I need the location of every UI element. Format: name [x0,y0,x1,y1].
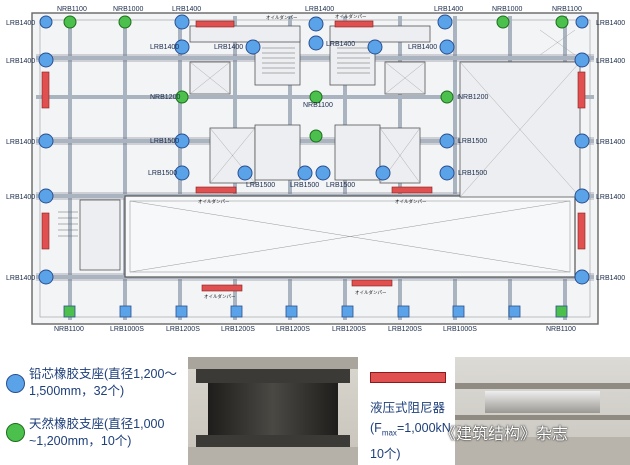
damper-labels: オイルダンパー オイルダンパー オイルダンパー オイルダンパー オイルダンパー … [198,13,427,300]
lead-rubber-bearings [38,14,590,285]
svg-text:LRB1500: LRB1500 [246,182,275,189]
svg-text:LRB1000S: LRB1000S [110,326,144,333]
svg-text:NRB1100: NRB1100 [57,6,87,13]
damper [195,186,237,194]
svg-text:LRB1000S: LRB1000S [443,326,477,333]
svg-text:LRB1400: LRB1400 [6,194,35,201]
svg-text:LRB1500: LRB1500 [458,138,487,145]
damper [351,279,393,287]
svg-text:LRB1500: LRB1500 [150,138,179,145]
svg-text:NRB1100: NRB1100 [303,102,333,109]
svg-text:LRB1200S: LRB1200S [276,326,310,333]
svg-text:LRB1400: LRB1400 [6,58,35,65]
damper-legend-icon [370,372,446,383]
damper [334,20,374,28]
natural-rubber-legend-icon [6,423,25,442]
damper [41,212,50,250]
svg-text:LRB1500: LRB1500 [326,182,355,189]
damper [577,212,586,250]
svg-text:NRB1100: NRB1100 [54,326,84,333]
bearing-labels: NRB1100 NRB1000 LRB1400 LRB1400 LRB1400 … [6,6,625,333]
svg-text:NRB1100: NRB1100 [552,6,582,13]
natural-rubber-legend-text: 天然橡胶支座(直径1,000 ~1,200mm，10个) [29,417,165,448]
watermark: 《建筑结构》杂志 [440,424,569,443]
damper [201,284,243,292]
svg-text:LRB1400: LRB1400 [596,275,625,282]
damper [577,71,586,109]
damper-legend-text: 液压式阻尼器 (Fmax=1,000kN 10个) [370,401,451,461]
svg-text:NRB1200: NRB1200 [458,94,488,101]
svg-text:LRB1400: LRB1400 [6,275,35,282]
oil-dampers [41,20,586,292]
svg-text:オイルダンパー: オイルダンパー [198,198,230,205]
damper [41,71,50,109]
floor-plan: オイルダンパー オイルダンパー オイルダンパー オイルダンパー オイルダンパー … [6,6,625,333]
svg-text:LRB1200S: LRB1200S [388,326,422,333]
svg-text:LRB1200S: LRB1200S [221,326,255,333]
svg-text:LRB1400: LRB1400 [326,41,355,48]
svg-text:LRB1400: LRB1400 [150,44,179,51]
damper [391,186,433,194]
svg-text:LRB1400: LRB1400 [596,194,625,201]
svg-text:NRB1000: NRB1000 [492,6,522,13]
bottom-bearings [63,305,568,318]
atrium [124,195,576,278]
bearing-photo [188,357,358,465]
svg-text:LRB1400: LRB1400 [596,20,625,27]
svg-text:LRB1400: LRB1400 [408,44,437,51]
svg-text:NRB1200: NRB1200 [150,94,180,101]
svg-text:LRB1400: LRB1400 [214,44,243,51]
svg-text:LRB1400: LRB1400 [596,58,625,65]
svg-text:オイルダンパー: オイルダンパー [266,14,298,21]
svg-text:LRB1500: LRB1500 [148,170,177,177]
natural-rubber-bearings [63,15,569,143]
svg-text:LRB1200S: LRB1200S [332,326,366,333]
svg-text:オイルダンパー: オイルダンパー [204,293,236,300]
svg-text:LRB1200S: LRB1200S [166,326,200,333]
svg-text:オイルダンパー: オイルダンパー [395,198,427,205]
svg-text:LRB1400: LRB1400 [434,6,463,13]
svg-text:LRB1400: LRB1400 [172,6,201,13]
svg-text:オイルダンパー: オイルダンパー [355,289,387,296]
svg-text:NRB1000: NRB1000 [113,6,143,13]
svg-text:LRB1500: LRB1500 [458,170,487,177]
svg-text:オイルダンパー: オイルダンパー [335,13,367,20]
svg-text:LRB1400: LRB1400 [596,139,625,146]
svg-text:NRB1100: NRB1100 [546,326,576,333]
stairs [58,47,370,237]
damper-photo [455,357,630,465]
lead-rubber-legend-text: 铅芯橡胶支座(直径1,200～ 1,500mm，32个) [29,367,177,398]
damper [195,20,235,28]
lead-rubber-legend-icon [6,374,25,393]
svg-text:LRB1400: LRB1400 [6,139,35,146]
svg-text:LRB1500: LRB1500 [290,182,319,189]
svg-text:LRB1400: LRB1400 [305,6,334,13]
svg-text:LRB1400: LRB1400 [6,20,35,27]
